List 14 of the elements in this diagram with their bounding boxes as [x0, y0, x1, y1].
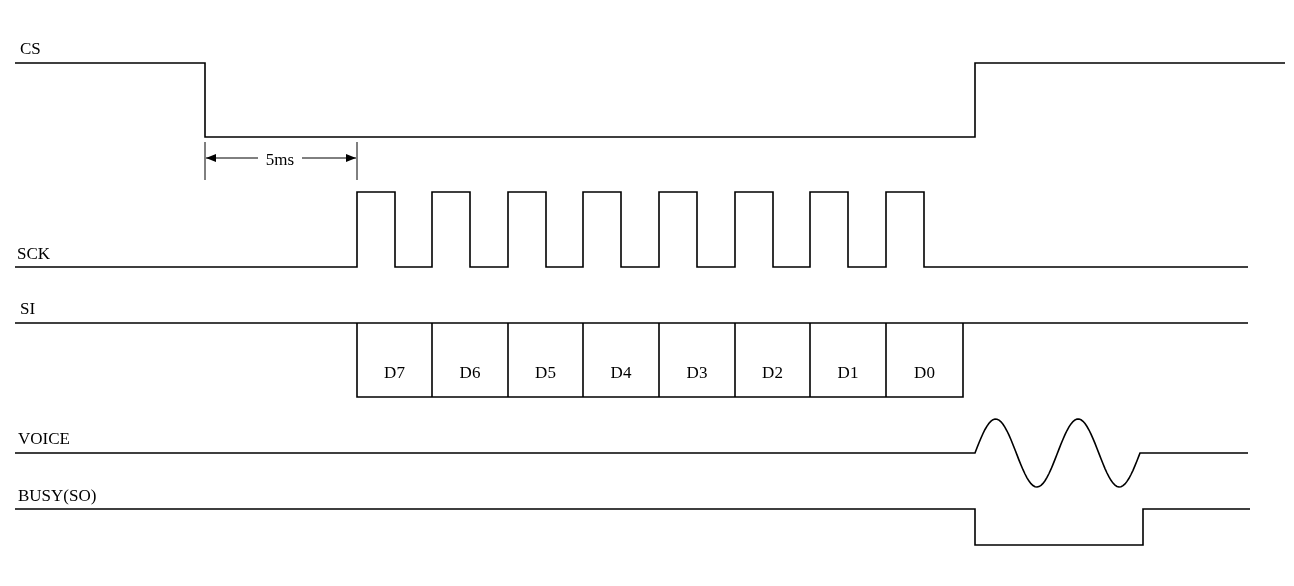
- data-bit-label: D0: [914, 364, 935, 381]
- signal-label: BUSY(SO): [18, 487, 97, 504]
- data-bit-label: D2: [762, 364, 783, 381]
- signal-label: CS: [20, 40, 41, 57]
- dimension-label: 5ms: [265, 151, 295, 168]
- data-bit-label: D5: [535, 364, 556, 381]
- signal-label: SI: [20, 300, 36, 317]
- data-bit-label: D4: [610, 364, 632, 381]
- signal-label: VOICE: [18, 430, 70, 447]
- data-bit-label: D1: [837, 364, 859, 381]
- data-bit-label: D7: [384, 364, 405, 381]
- data-bit-label: D3: [686, 364, 708, 381]
- signal-label: SCK: [17, 245, 51, 262]
- data-bit-label: D6: [459, 364, 481, 381]
